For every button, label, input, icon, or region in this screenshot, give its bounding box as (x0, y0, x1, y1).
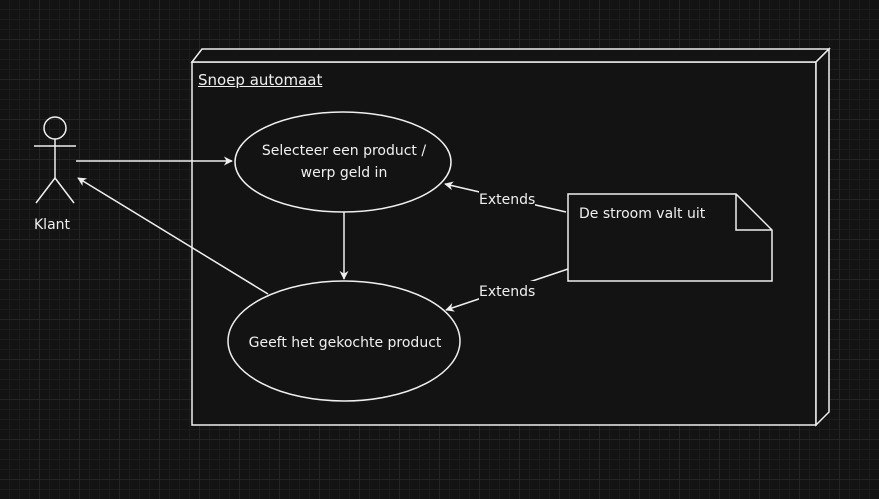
system-title: Snoep automaat (198, 71, 323, 89)
note-power-failure[interactable] (567, 193, 773, 282)
actor-head (43, 116, 67, 140)
actor-label: Klant (34, 217, 71, 233)
note-text: De stroom valt uit (579, 206, 706, 222)
use-case-select-label-line2: werp geld in (300, 165, 388, 181)
extends-label-2: Extends (479, 281, 536, 303)
use-case-deliver-product[interactable] (227, 280, 461, 402)
use-case-select-product[interactable] (234, 111, 452, 213)
actor-left-leg (35, 177, 56, 204)
actor-klant[interactable] (34, 116, 76, 204)
arrow-deliver-to-actor[interactable] (77, 177, 269, 295)
use-case-select-label-line1: Selecteer een product / (261, 143, 427, 159)
use-case-select-label: Selecteer een product / werp geld in (236, 140, 452, 184)
extends-label-1: Extends (479, 189, 536, 211)
actor-right-leg (54, 177, 75, 204)
use-case-deliver-label: Geeft het gekochte product (248, 335, 442, 351)
